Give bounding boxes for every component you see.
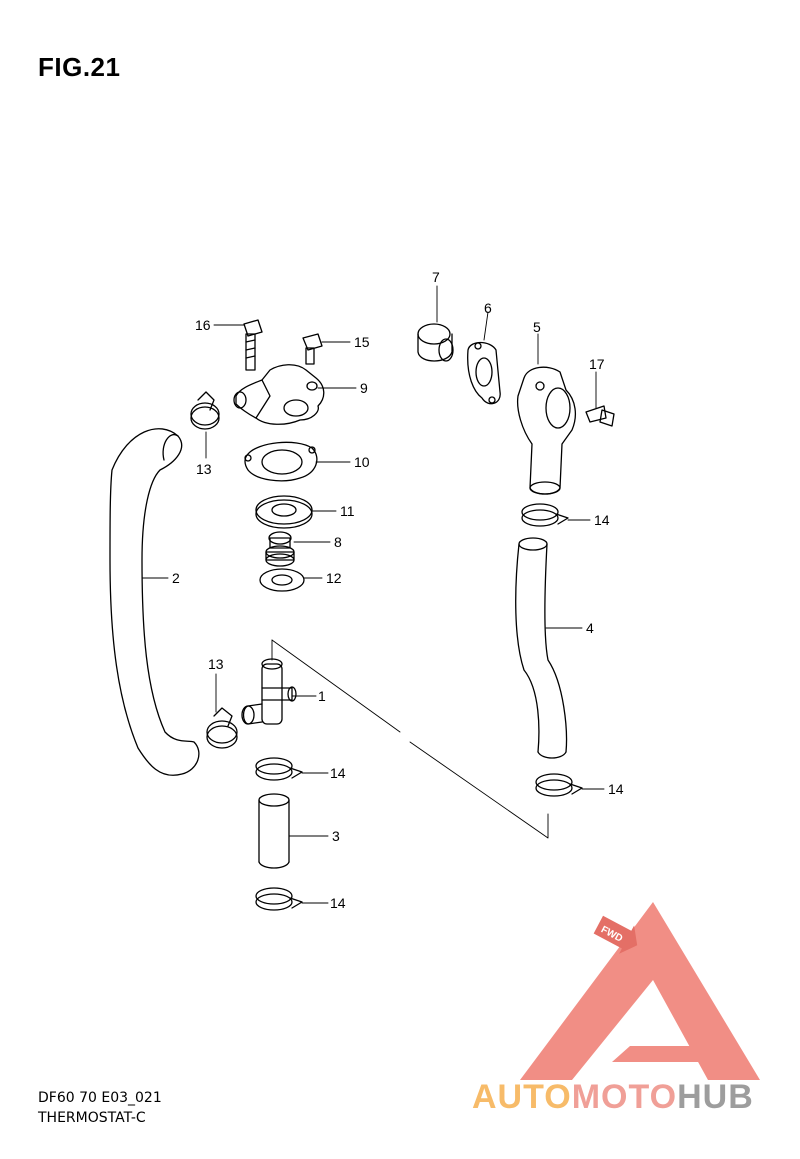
gasket-10	[244, 441, 318, 482]
part-label-6: 6	[484, 300, 492, 316]
clamp-14-d	[535, 773, 583, 797]
footer-name: THERMOSTAT-C	[38, 1110, 146, 1126]
part-label-11: 11	[340, 503, 355, 519]
bolt-17	[585, 405, 615, 427]
part-label-5: 5	[533, 319, 541, 335]
part-label-16: 16	[195, 317, 211, 333]
part-label-14-d: 14	[608, 781, 624, 797]
clamp-14-b	[255, 887, 303, 911]
hose-4	[515, 537, 568, 759]
watermark-auto: AUTO	[472, 1078, 572, 1116]
bolt-16	[243, 319, 263, 371]
part-label-3: 3	[332, 828, 340, 844]
thermostat-cover-9	[233, 364, 325, 425]
part-label-2: 2	[172, 570, 180, 586]
gasket-6	[467, 341, 501, 405]
part-label-1: 1	[318, 688, 326, 704]
watermark-logo: FWD AUTOMOTOHUB	[472, 902, 760, 1116]
part-label-7: 7	[432, 269, 440, 285]
cap-7	[417, 323, 454, 362]
part-label-10: 10	[354, 454, 370, 470]
seal-11	[255, 495, 313, 529]
hose-2	[109, 428, 200, 776]
part-label-14-c: 14	[594, 512, 610, 528]
figure-title: FIG.21	[38, 52, 121, 82]
gasket-12	[259, 568, 305, 592]
part-label-8: 8	[334, 534, 342, 550]
footer-code: DF60 70 E03_021	[38, 1090, 162, 1106]
watermark-moto: MOTO	[572, 1078, 677, 1116]
hose-3	[258, 793, 290, 869]
fwd-arrow-icon: FWD	[593, 915, 638, 954]
part-label-13-lower: 13	[208, 656, 224, 672]
bolt-15	[302, 333, 323, 365]
part-label-12: 12	[326, 570, 342, 586]
part-label-15: 15	[354, 334, 370, 350]
part-label-13-top: 13	[196, 461, 212, 477]
part-label-17: 17	[589, 356, 605, 372]
clamp-14-c	[521, 503, 569, 527]
clamp-13-top	[190, 391, 220, 430]
elbow-5	[516, 366, 577, 495]
thermostat-8	[265, 531, 295, 567]
clamp-14-a	[255, 757, 303, 781]
t-joint-1	[241, 658, 297, 725]
watermark-text: AUTOMOTOHUB	[472, 1078, 754, 1116]
part-label-14-b: 14	[330, 895, 346, 911]
watermark-hub: HUB	[677, 1078, 754, 1116]
watermark-triangle	[520, 902, 760, 1080]
part-labels: 16 15 9 13 10 11 8 12 2 13 1 14 3 14 7 6…	[172, 269, 624, 911]
clamp-13-lower	[206, 707, 238, 749]
part-label-14-a: 14	[330, 765, 346, 781]
part-label-4: 4	[586, 620, 594, 636]
part-label-9: 9	[360, 380, 368, 396]
